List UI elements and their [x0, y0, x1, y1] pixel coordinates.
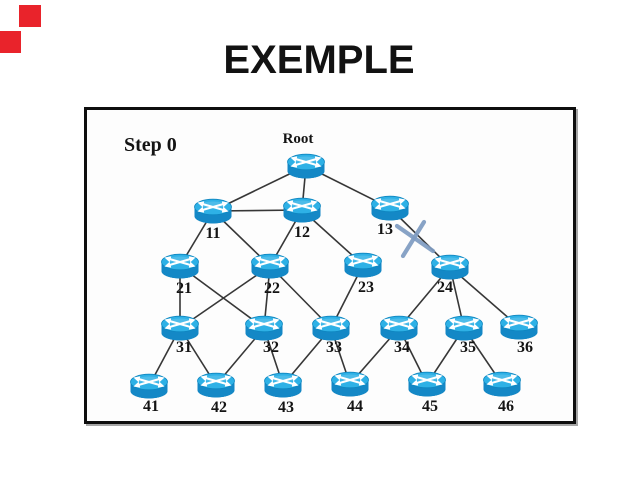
red-square-decor [19, 5, 41, 27]
router-node-36 [500, 314, 538, 340]
node-label-35: 35 [460, 339, 476, 356]
node-label-21: 21 [176, 280, 192, 297]
router-node-root [287, 153, 325, 179]
router-node-22 [251, 253, 289, 279]
node-label-23: 23 [358, 279, 374, 296]
node-label-41: 41 [143, 398, 159, 415]
red-square-decor [0, 31, 21, 53]
router-node-21 [161, 253, 199, 279]
node-label-22: 22 [264, 280, 280, 297]
router-node-24 [431, 254, 469, 280]
router-node-44 [331, 371, 369, 397]
link-21-32 [179, 265, 265, 329]
node-label-34: 34 [394, 339, 410, 356]
router-node-32 [245, 315, 283, 341]
node-label-31: 31 [176, 339, 192, 356]
link-22-31 [179, 265, 271, 329]
router-node-12 [283, 197, 321, 223]
step-label: Step 0 [124, 134, 177, 156]
router-node-41 [130, 373, 168, 399]
router-node-11 [194, 198, 232, 224]
network-diagram: 11 12 13 21 22 23 24 31 32 33 34 35 36 41 42 43 44 45 46 [130, 153, 538, 416]
router-node-33 [312, 315, 350, 341]
router-node-13 [371, 195, 409, 221]
router-node-42 [197, 372, 235, 398]
router-node-46 [483, 371, 521, 397]
node-label-36: 36 [517, 339, 533, 356]
diagram-frame: 11 12 13 21 22 23 24 31 32 33 34 35 36 41 42 43 44 45 46 S… [84, 107, 576, 424]
node-label-43: 43 [278, 399, 294, 416]
node-label-32: 32 [263, 339, 279, 356]
router-node-43 [264, 372, 302, 398]
router-node-35 [445, 315, 483, 341]
node-label-12: 12 [294, 224, 310, 241]
blocked-link-cross-icon [400, 219, 427, 259]
node-label-13: 13 [377, 221, 393, 238]
node-label-33: 33 [326, 339, 342, 356]
router-node-31 [161, 315, 199, 341]
node-label-11: 11 [205, 225, 220, 242]
node-label-24: 24 [437, 279, 453, 296]
node-label-44: 44 [347, 398, 363, 415]
page-title: EXEMPLE [223, 38, 415, 82]
node-label-45: 45 [422, 398, 438, 415]
router-node-34 [380, 315, 418, 341]
router-node-23 [344, 252, 382, 278]
root-node-label: Root [282, 131, 314, 147]
router-node-45 [408, 371, 446, 397]
node-label-46: 46 [498, 398, 514, 415]
node-label-42: 42 [211, 399, 227, 416]
